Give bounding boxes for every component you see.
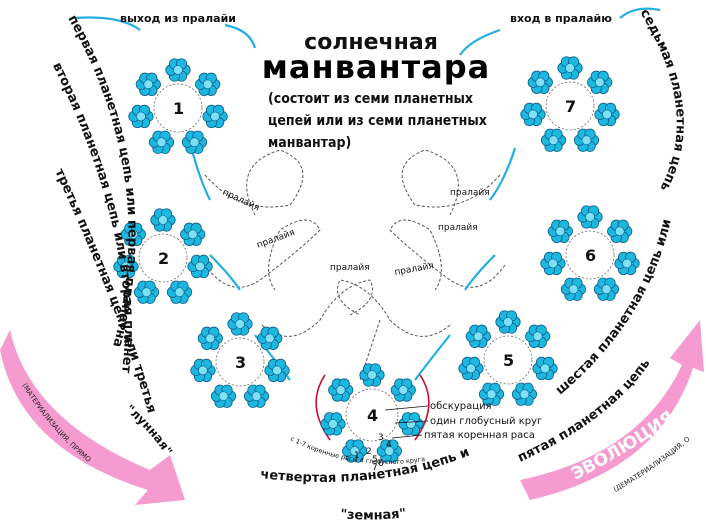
planetary-chain-4: 4 bbox=[320, 363, 424, 463]
planetary-chain-3: 3 bbox=[190, 312, 290, 408]
globe bbox=[133, 280, 160, 304]
globe bbox=[113, 254, 139, 279]
pralaya-label-4: пралайя bbox=[394, 261, 435, 278]
globe bbox=[165, 58, 191, 82]
title-subtitle: (состоит из семи планетных цепей или из … bbox=[268, 91, 487, 151]
globe bbox=[594, 102, 620, 127]
globe bbox=[527, 70, 553, 94]
globe bbox=[166, 280, 193, 304]
pralaya-label-6: пралайя bbox=[450, 188, 490, 198]
globe bbox=[150, 208, 176, 232]
chain-number-5: 5 bbox=[503, 351, 514, 370]
exit-pralaya-label: выход из пралайи bbox=[120, 12, 236, 25]
chain-number-2: 2 bbox=[158, 249, 169, 268]
race-digit: 4 bbox=[386, 440, 392, 450]
planetary-chain-7: 7 bbox=[520, 56, 620, 152]
globe bbox=[573, 128, 600, 152]
globe bbox=[197, 326, 223, 350]
pralaya-label-1: пралайя bbox=[221, 188, 261, 214]
globe bbox=[195, 72, 221, 96]
pralaya-paths bbox=[204, 149, 506, 381]
globe bbox=[148, 130, 175, 154]
root-race-label: пятая коренная раса bbox=[424, 430, 535, 441]
race-digit: 6 bbox=[378, 459, 384, 469]
globe bbox=[540, 251, 566, 276]
chain-number-6: 6 bbox=[585, 246, 596, 265]
globe bbox=[180, 222, 206, 246]
globe bbox=[465, 324, 491, 348]
globe bbox=[210, 384, 237, 408]
chain-4-nickname: "земная" bbox=[340, 506, 407, 523]
chain-number-7: 7 bbox=[565, 97, 576, 116]
globe bbox=[560, 277, 587, 301]
globe bbox=[328, 378, 354, 402]
globe bbox=[593, 277, 620, 301]
globe bbox=[532, 356, 558, 381]
globe bbox=[342, 439, 368, 463]
globe bbox=[511, 382, 538, 406]
globe bbox=[187, 254, 213, 279]
entry-pralaya-label: вход в пралайю bbox=[510, 12, 612, 25]
chain-number-3: 3 bbox=[235, 353, 246, 372]
globe bbox=[359, 363, 385, 387]
globe bbox=[547, 219, 573, 243]
planetary-chain-1: 1 bbox=[128, 58, 228, 154]
race-digit: 1 bbox=[354, 451, 360, 461]
globe bbox=[458, 356, 484, 381]
globe bbox=[520, 102, 546, 127]
race-digit: 7 bbox=[372, 463, 378, 473]
planetary-chain-6: 6 bbox=[540, 205, 640, 301]
globe bbox=[390, 378, 416, 402]
globe bbox=[181, 130, 208, 154]
globe bbox=[202, 104, 228, 129]
globe bbox=[227, 312, 253, 336]
globe bbox=[376, 439, 402, 463]
globe bbox=[128, 104, 154, 129]
race-digit: 2 bbox=[366, 447, 372, 457]
globe bbox=[190, 358, 216, 383]
chain-number-4: 4 bbox=[367, 406, 378, 425]
globe bbox=[243, 384, 270, 408]
chain-number-1: 1 bbox=[173, 99, 184, 118]
globe bbox=[587, 70, 613, 94]
globe bbox=[264, 358, 290, 383]
race-digit: 3 bbox=[378, 433, 384, 443]
globe bbox=[120, 222, 146, 246]
pralaya-label-5: пралайя bbox=[438, 223, 478, 233]
title-line-2: манвантара bbox=[261, 48, 491, 86]
title-line-1: солнечная bbox=[304, 30, 438, 55]
globe bbox=[495, 310, 521, 334]
pralaya-labels: пралайя пралайя пралайя пралайя пралайя … bbox=[221, 188, 490, 278]
globe bbox=[607, 219, 633, 243]
planetary-chain-5: 5 bbox=[458, 310, 558, 406]
globe bbox=[577, 205, 603, 229]
globe bbox=[614, 251, 640, 276]
pralaya-label-2: пралайя bbox=[256, 228, 297, 251]
globe bbox=[398, 412, 424, 436]
globe bbox=[540, 128, 567, 152]
planetary-chain-2: 2 bbox=[113, 208, 213, 304]
globe bbox=[320, 412, 346, 436]
globe-round-label: один глобусный круг bbox=[430, 416, 542, 427]
globe bbox=[557, 56, 583, 80]
race-digit: 5 bbox=[372, 455, 378, 465]
pralaya-label-3: пралайя bbox=[330, 263, 370, 273]
obscuration-label: обскурация bbox=[430, 401, 492, 412]
globe bbox=[478, 382, 505, 406]
globe bbox=[525, 324, 551, 348]
globe bbox=[135, 72, 161, 96]
globe bbox=[257, 326, 283, 350]
